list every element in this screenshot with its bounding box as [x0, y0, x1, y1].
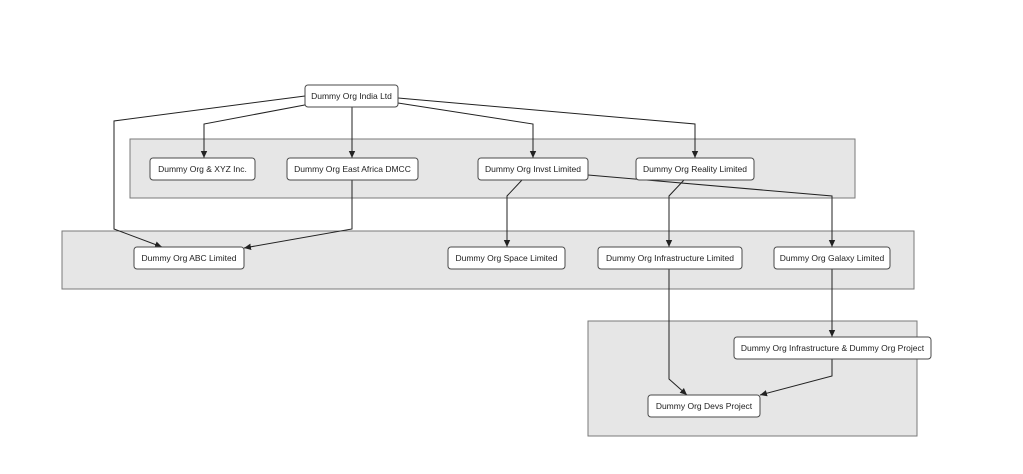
node-label: Dummy Org Devs Project [656, 401, 753, 411]
node-dummy-org-devs-project[interactable]: Dummy Org Devs Project [647, 394, 761, 418]
edges-layer [113, 95, 836, 397]
edge-india-to-abc [113, 95, 306, 248]
node-dummy-org-east-africa-dmcc[interactable]: Dummy Org East Africa DMCC [286, 157, 419, 181]
node-box [286, 157, 419, 181]
node-dummy-org-galaxy-limited[interactable]: Dummy Org Galaxy Limited [773, 246, 891, 270]
edge-india-to-invst [397, 102, 537, 158]
edge-india-to-xyz [200, 103, 311, 158]
node-dummy-org-abc-limited[interactable]: Dummy Org ABC Limited [133, 246, 245, 270]
node-box [647, 394, 761, 418]
node-label: Dummy Org Infrastructure & Dummy Org Pro… [741, 343, 925, 353]
node-dummy-org-india-ltd[interactable]: Dummy Org India Ltd [304, 84, 399, 108]
node-box [304, 84, 399, 108]
node-dummy-org-space-limited[interactable]: Dummy Org Space Limited [447, 246, 566, 270]
node-box [477, 157, 589, 181]
node-box [447, 246, 566, 270]
edge-infra-project-to-devs [759, 359, 833, 397]
edge-invst-to-galaxy [587, 174, 836, 247]
node-dummy-org-reality-limited[interactable]: Dummy Org Reality Limited [635, 157, 755, 181]
node-box [597, 246, 743, 270]
node-box [149, 157, 256, 181]
node-label: Dummy Org & XYZ Inc. [158, 164, 247, 174]
node-dummy-org-invst-limited[interactable]: Dummy Org Invst Limited [477, 157, 589, 181]
node-dummy-org-infrastructure-project[interactable]: Dummy Org Infrastructure & Dummy Org Pro… [733, 336, 932, 360]
node-label: Dummy Org Space Limited [455, 253, 557, 263]
node-label: Dummy Org Reality Limited [643, 164, 747, 174]
edge-india-to-reality [397, 97, 699, 158]
node-label: Dummy Org East Africa DMCC [294, 164, 411, 174]
node-label: Dummy Org Infrastructure Limited [606, 253, 734, 263]
edge-east-africa-to-abc [243, 180, 353, 250]
edge-infrastructure-to-devs [668, 269, 688, 396]
edge-reality-to-infrastructure [665, 179, 685, 247]
node-label: Dummy Org India Ltd [311, 91, 392, 101]
node-box [773, 246, 891, 270]
node-box [733, 336, 932, 360]
node-dummy-org-xyz-inc[interactable]: Dummy Org & XYZ Inc. [149, 157, 256, 181]
node-label: Dummy Org Invst Limited [485, 164, 581, 174]
node-label: Dummy Org ABC Limited [142, 253, 237, 263]
node-box [635, 157, 755, 181]
node-box [133, 246, 245, 270]
node-dummy-org-infrastructure-limited[interactable]: Dummy Org Infrastructure Limited [597, 246, 743, 270]
edge-invst-to-space [503, 179, 523, 247]
node-label: Dummy Org Galaxy Limited [780, 253, 885, 263]
